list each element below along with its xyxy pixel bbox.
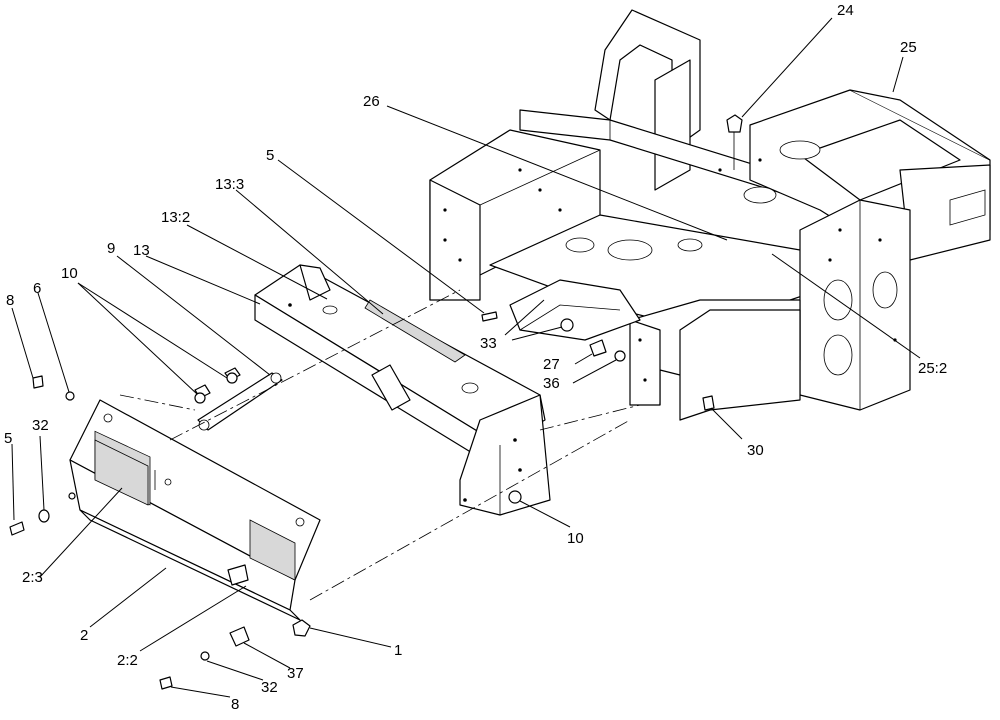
alignment-lines	[119, 289, 641, 601]
callout-25-2: 25:2	[918, 360, 947, 377]
callout-13: 13	[133, 242, 150, 259]
callout-13-2: 13:2	[161, 209, 190, 226]
callout-32: 32	[32, 417, 49, 434]
callout-8-lower: 8	[231, 696, 239, 713]
link-arm-9	[194, 367, 283, 431]
callout-36: 36	[543, 375, 560, 392]
callout-2-2: 2:2	[117, 652, 138, 669]
callout-10: 10	[61, 265, 78, 282]
callout-5-left: 5	[4, 430, 12, 447]
callout-25: 25	[900, 39, 917, 56]
callout-2: 2	[80, 627, 88, 644]
callout-30: 30	[747, 442, 764, 459]
cross-bar-13	[254, 264, 551, 516]
callout-1: 1	[394, 642, 402, 659]
callout-27: 27	[543, 356, 560, 373]
hardware	[9, 114, 743, 690]
front-panel-2	[69, 399, 321, 621]
callout-24: 24	[837, 2, 854, 19]
callout-9: 9	[107, 240, 115, 257]
callout-10-lower: 10	[567, 530, 584, 547]
callout-32-lower: 32	[261, 679, 278, 696]
callout-labels: 24 25 26 5 13:3 13:2 13 9 10 8 6 33 27 3…	[4, 2, 947, 713]
callout-37: 37	[287, 665, 304, 682]
callout-33: 33	[480, 335, 497, 352]
main-frame	[429, 9, 991, 421]
callout-2-3: 2:3	[22, 569, 43, 586]
callout-5: 5	[266, 147, 274, 164]
leader-lines	[11, 17, 921, 698]
callout-13-3: 13:3	[215, 176, 244, 193]
callout-26: 26	[363, 93, 380, 110]
callout-8: 8	[6, 292, 14, 309]
callout-6: 6	[33, 280, 41, 297]
